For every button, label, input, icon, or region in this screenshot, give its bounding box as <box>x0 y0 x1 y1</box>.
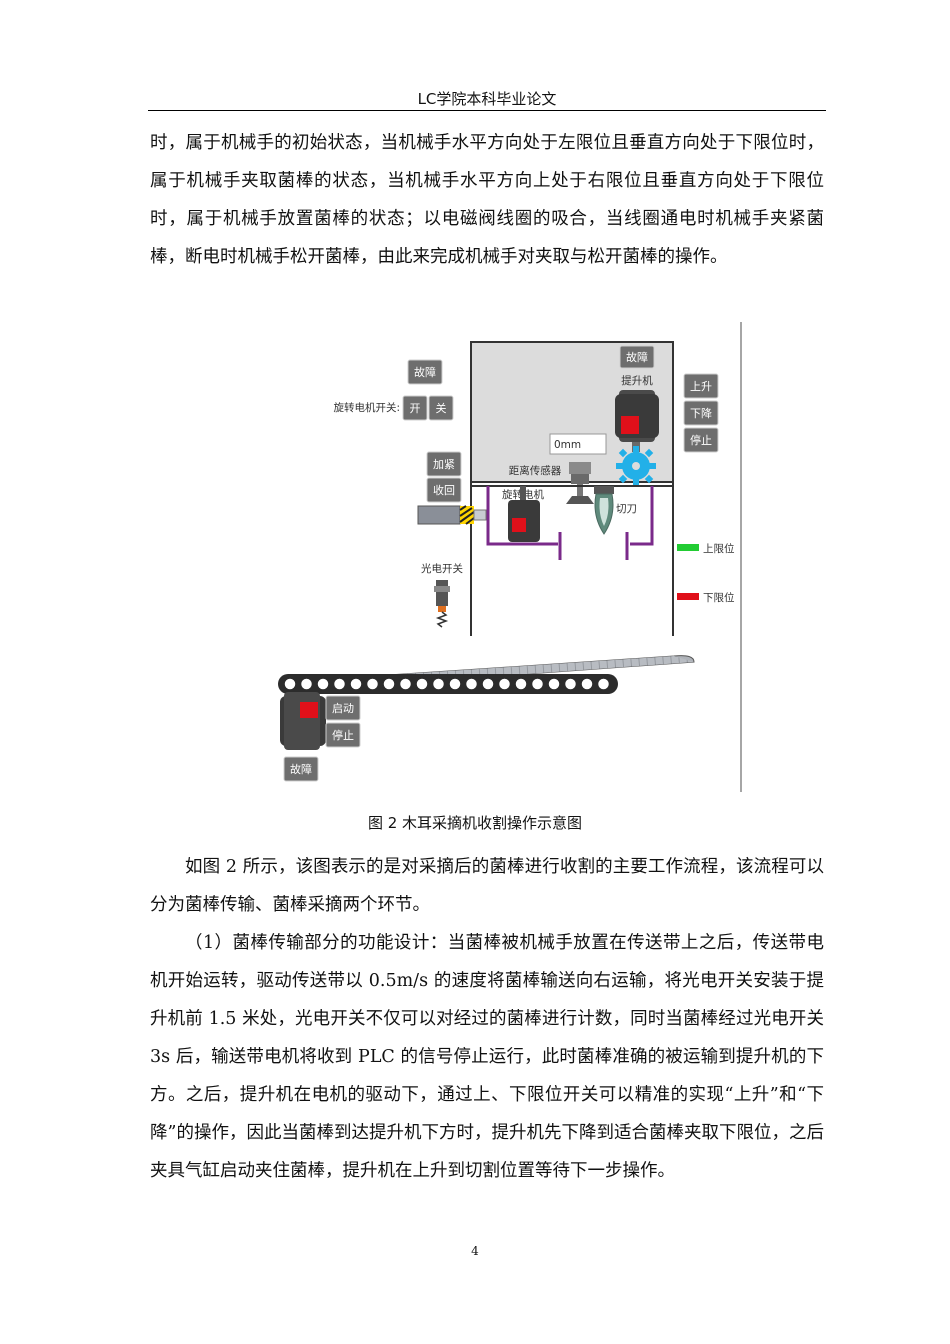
conveyor-roller <box>448 677 462 691</box>
svg-text:上升: 上升 <box>690 380 712 393</box>
svg-text:收回: 收回 <box>433 483 455 497</box>
conveyor-roller <box>415 677 429 691</box>
rotary-off-button[interactable]: 关 <box>428 395 454 421</box>
conveyor-roller <box>283 677 297 691</box>
up-button[interactable]: 上升 <box>683 373 719 399</box>
conveyor-roller <box>547 677 561 691</box>
lower-limit-indicator <box>677 593 699 600</box>
rotary-switch-label: 旋转电机开关: <box>333 401 400 414</box>
start-conveyor-button[interactable]: 启动 <box>325 695 361 721</box>
conveyor-roller <box>497 677 512 691</box>
clamp-cylinder <box>417 505 487 525</box>
svg-text:故障: 故障 <box>626 350 648 364</box>
clamp-button[interactable]: 加紧 <box>426 451 462 477</box>
svg-text:停止: 停止 <box>690 433 712 447</box>
rotary-on-button[interactable]: 开 <box>402 395 428 421</box>
svg-text:故障: 故障 <box>414 365 436 379</box>
conveyor-roller <box>464 677 479 691</box>
svg-text:开: 开 <box>410 402 421 415</box>
stop-conveyor-button[interactable]: 停止 <box>325 722 361 748</box>
lower-limit-label: 下限位 <box>703 591 735 604</box>
conveyor-roller <box>431 677 446 691</box>
conveyor-roller <box>563 677 578 691</box>
svg-text:下降: 下降 <box>690 406 712 420</box>
distance-sensor-label: 距离传感器 <box>509 464 562 477</box>
conveyor-motor-icon <box>280 692 326 750</box>
upper-limit-label: 上限位 <box>703 542 735 555</box>
fault-conveyor-button[interactable]: 故障 <box>283 756 319 782</box>
stop-lift-button[interactable]: 停止 <box>683 427 719 453</box>
conveyor-roller <box>596 677 611 691</box>
photo-switch-label: 光电开关 <box>421 562 463 575</box>
harvester-diagram: 故障 旋转电机开关: 开 关 加紧 收回 故障 提升机 <box>278 322 742 792</box>
svg-text:启动: 启动 <box>332 702 354 715</box>
figure-caption: 图 2 木耳采摘机收割操作示意图 <box>367 814 583 832</box>
cutter-label: 切刀 <box>616 503 637 515</box>
svg-text:加紧: 加紧 <box>433 458 455 471</box>
svg-text:停止: 停止 <box>332 728 354 742</box>
fault-button-left[interactable]: 故障 <box>407 359 443 385</box>
svg-text:关: 关 <box>436 401 447 415</box>
svg-text:故障: 故障 <box>290 762 312 776</box>
retract-button[interactable]: 收回 <box>426 477 462 503</box>
distance-readout: 0mm <box>549 433 607 455</box>
conveyor-roller <box>481 677 495 691</box>
rotary-motor-icon <box>508 486 540 542</box>
paragraph-1: 时，属于机械手的初始状态，当机械手水平方向处于左限位且垂直方向处于下限位时，属于… <box>150 133 824 267</box>
conveyor-roller <box>382 677 396 691</box>
conveyor-roller <box>316 677 330 691</box>
photo-switch-icon <box>434 580 450 628</box>
header-rule <box>148 110 826 111</box>
clamp-arms <box>486 486 654 560</box>
conveyor-roller <box>299 677 314 691</box>
page-header: LC学院本科毕业论文 <box>417 90 557 108</box>
paragraph-3: （1）菌棒传输部分的功能设计：当菌棒被机械手放置在传送带上之后，传送带电机开始运… <box>150 933 824 1181</box>
paragraph-2: 如图 2 所示，该图表示的是对采摘后的菌棒进行收割的主要工作流程，该流程可以分为… <box>150 857 824 915</box>
conveyor-roller <box>365 677 380 691</box>
svg-text:0mm: 0mm <box>554 439 581 451</box>
distance-sensor-icon <box>566 462 594 504</box>
upper-limit-indicator <box>677 544 699 551</box>
conveyor-belt <box>278 655 695 694</box>
conveyor-roller <box>580 677 594 691</box>
lifter-motor-icon <box>615 390 659 452</box>
lifter-label: 提升机 <box>621 374 653 387</box>
conveyor-roller <box>332 677 347 691</box>
conveyor-roller <box>530 677 545 691</box>
down-button[interactable]: 下降 <box>683 400 719 426</box>
fault-button-lifter[interactable]: 故障 <box>619 345 655 369</box>
cutter-icon <box>594 486 614 535</box>
conveyor-roller <box>398 677 413 691</box>
page-number: 4 <box>471 1244 479 1258</box>
conveyor-roller <box>514 677 528 691</box>
conveyor-roller <box>349 677 363 691</box>
gear-icon <box>616 446 656 486</box>
